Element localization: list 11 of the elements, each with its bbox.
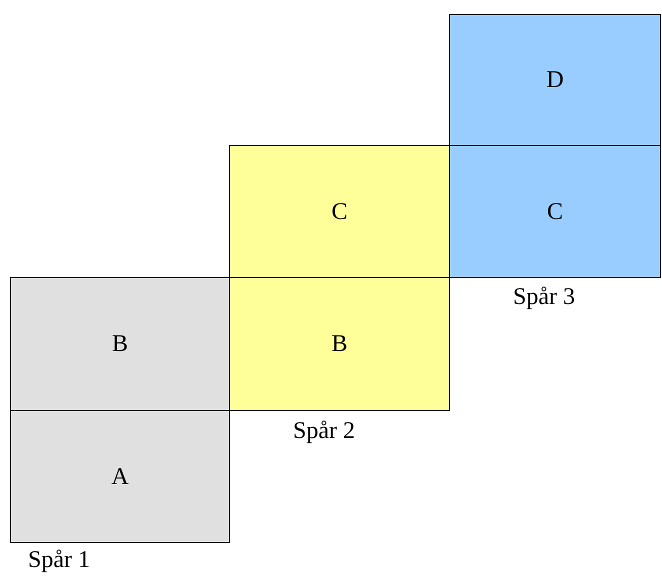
box-label: C [546, 200, 563, 224]
track-caption: Spår 3 [513, 283, 575, 312]
box-label: A [111, 464, 129, 488]
track-box [10, 410, 230, 543]
box-label: B [331, 332, 348, 356]
track-caption: Spår 1 [28, 546, 90, 575]
box-label: C [331, 200, 348, 224]
track-box [449, 14, 661, 146]
track-caption: Spår 2 [293, 417, 355, 446]
box-label: B [112, 332, 128, 356]
box-label: D [546, 68, 564, 92]
